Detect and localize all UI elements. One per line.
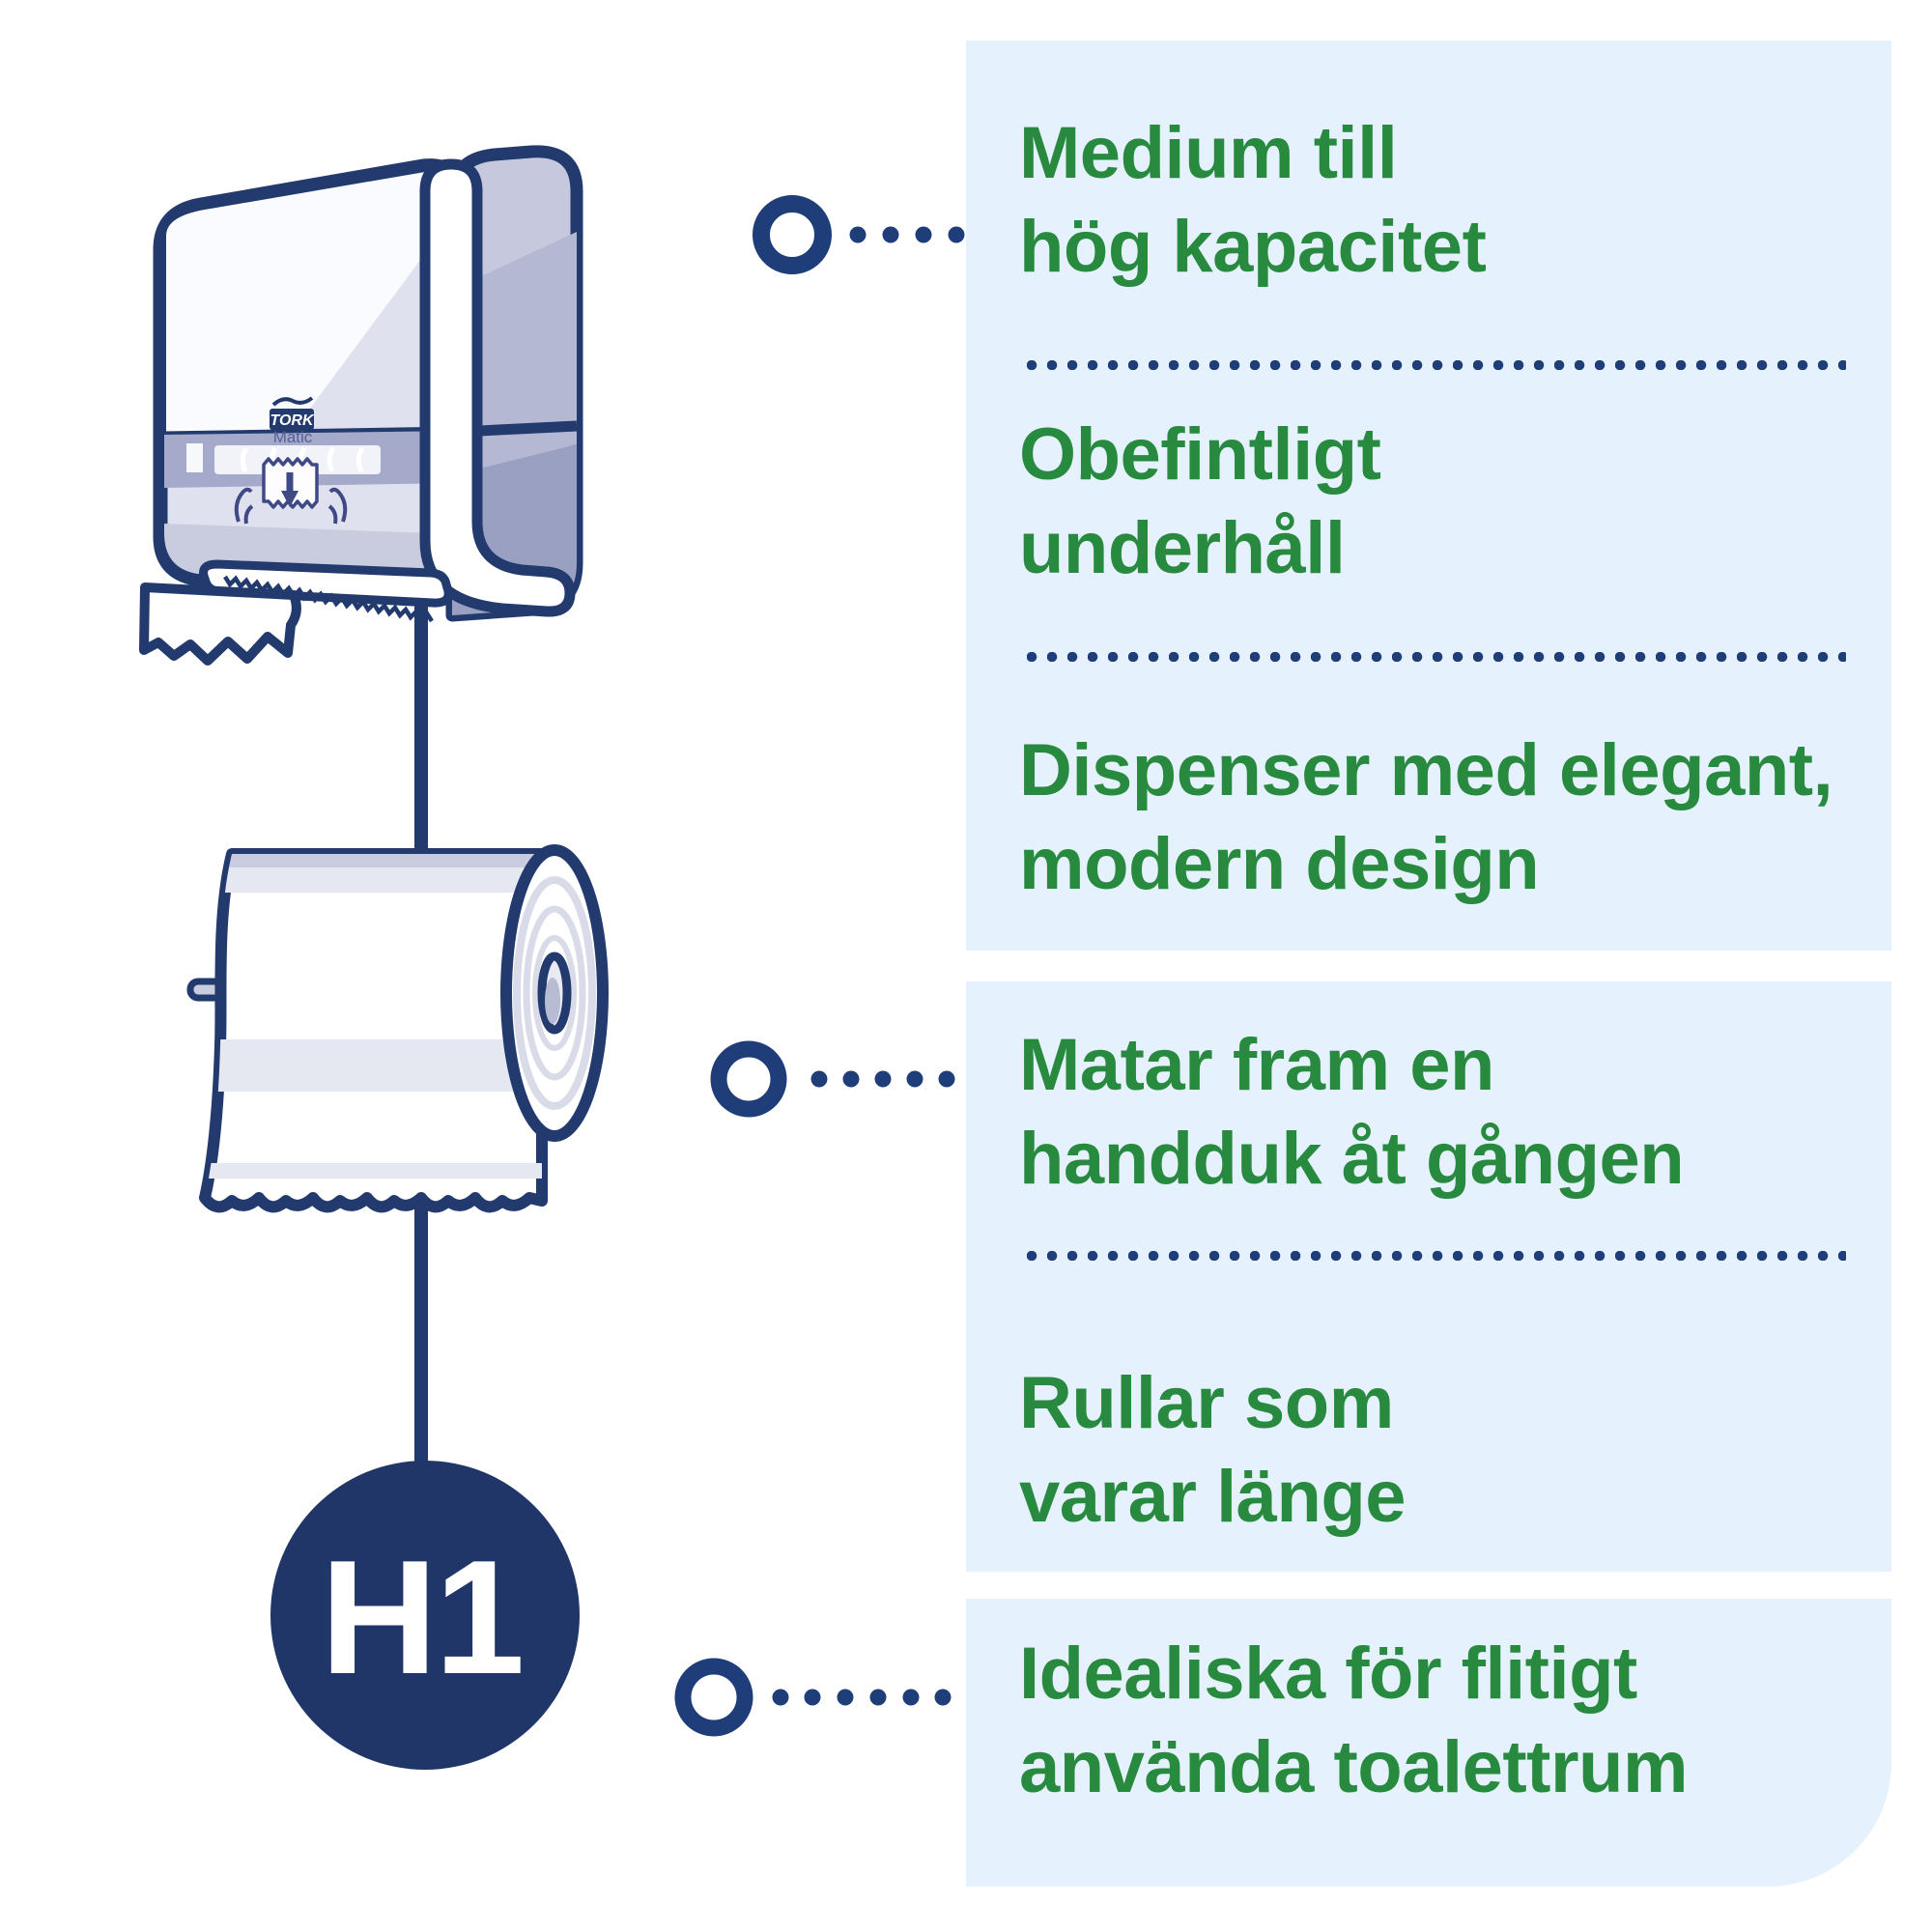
benefit-line: hög kapacitet xyxy=(1019,206,1487,288)
benefit-line: underhåll xyxy=(1019,507,1346,589)
tork-logo-label: TORK xyxy=(270,412,314,429)
benefit-line: Obefintligt xyxy=(1019,413,1381,496)
circle-marker-icon xyxy=(753,195,832,274)
roll-rings-icon xyxy=(513,876,596,1110)
vertical-connector-line xyxy=(414,587,428,1466)
benefit-text: Obefintligt underhåll xyxy=(1019,408,1869,595)
leader-middle xyxy=(710,1040,955,1118)
benefit-text: Matar fram en handduk åt gången xyxy=(1019,1018,1869,1206)
benefit-line: Dispenser med elegant, xyxy=(1019,729,1833,811)
dotted-divider xyxy=(1027,1251,1846,1261)
benefit-panel-dispensing: Matar fram en handduk åt gången Rullar s… xyxy=(966,981,1891,1572)
circle-marker-icon xyxy=(674,1658,753,1737)
benefit-text: Rullar som varar länge xyxy=(1019,1356,1869,1544)
matic-label: Matic xyxy=(273,428,313,446)
pull-towel-pictogram-icon xyxy=(234,457,348,525)
benefit-text: Idealiska för flitigt använda toalettrum xyxy=(1019,1627,1869,1814)
benefit-line: varar länge xyxy=(1019,1456,1406,1538)
benefit-line: Rullar som xyxy=(1019,1362,1394,1444)
benefit-line: modern design xyxy=(1019,823,1540,905)
benefit-text: Dispenser med elegant, modern design xyxy=(1019,724,1869,911)
leader-bottom xyxy=(674,1658,952,1737)
circle-marker-icon xyxy=(710,1040,787,1118)
benefit-line: använda toalettrum xyxy=(1019,1726,1689,1808)
benefit-panel-washroom: Idealiska för flitigt använda toalettrum xyxy=(966,1599,1891,1887)
benefit-line: Medium till xyxy=(1019,112,1398,194)
benefit-line: handduk åt gången xyxy=(1019,1118,1685,1200)
benefit-line: Matar fram en xyxy=(1019,1024,1494,1106)
dotted-divider xyxy=(1027,360,1846,370)
h1-badge-label: H1 xyxy=(321,1526,523,1708)
dotted-divider xyxy=(1027,652,1846,662)
tork-logo: TORK xyxy=(270,396,315,430)
h1-badge: H1 xyxy=(270,1461,580,1770)
leader-top xyxy=(753,195,965,274)
benefit-panel-capacity: Medium till hög kapacitet Obefintligt un… xyxy=(966,41,1891,951)
dispenser-illustration: TORK Matic xyxy=(139,145,583,666)
benefit-line: Idealiska för flitigt xyxy=(1019,1633,1637,1715)
benefit-text: Medium till hög kapacitet xyxy=(1019,106,1869,294)
paper-roll-illustration xyxy=(186,844,609,1213)
roll-paper-bands xyxy=(205,854,542,1179)
